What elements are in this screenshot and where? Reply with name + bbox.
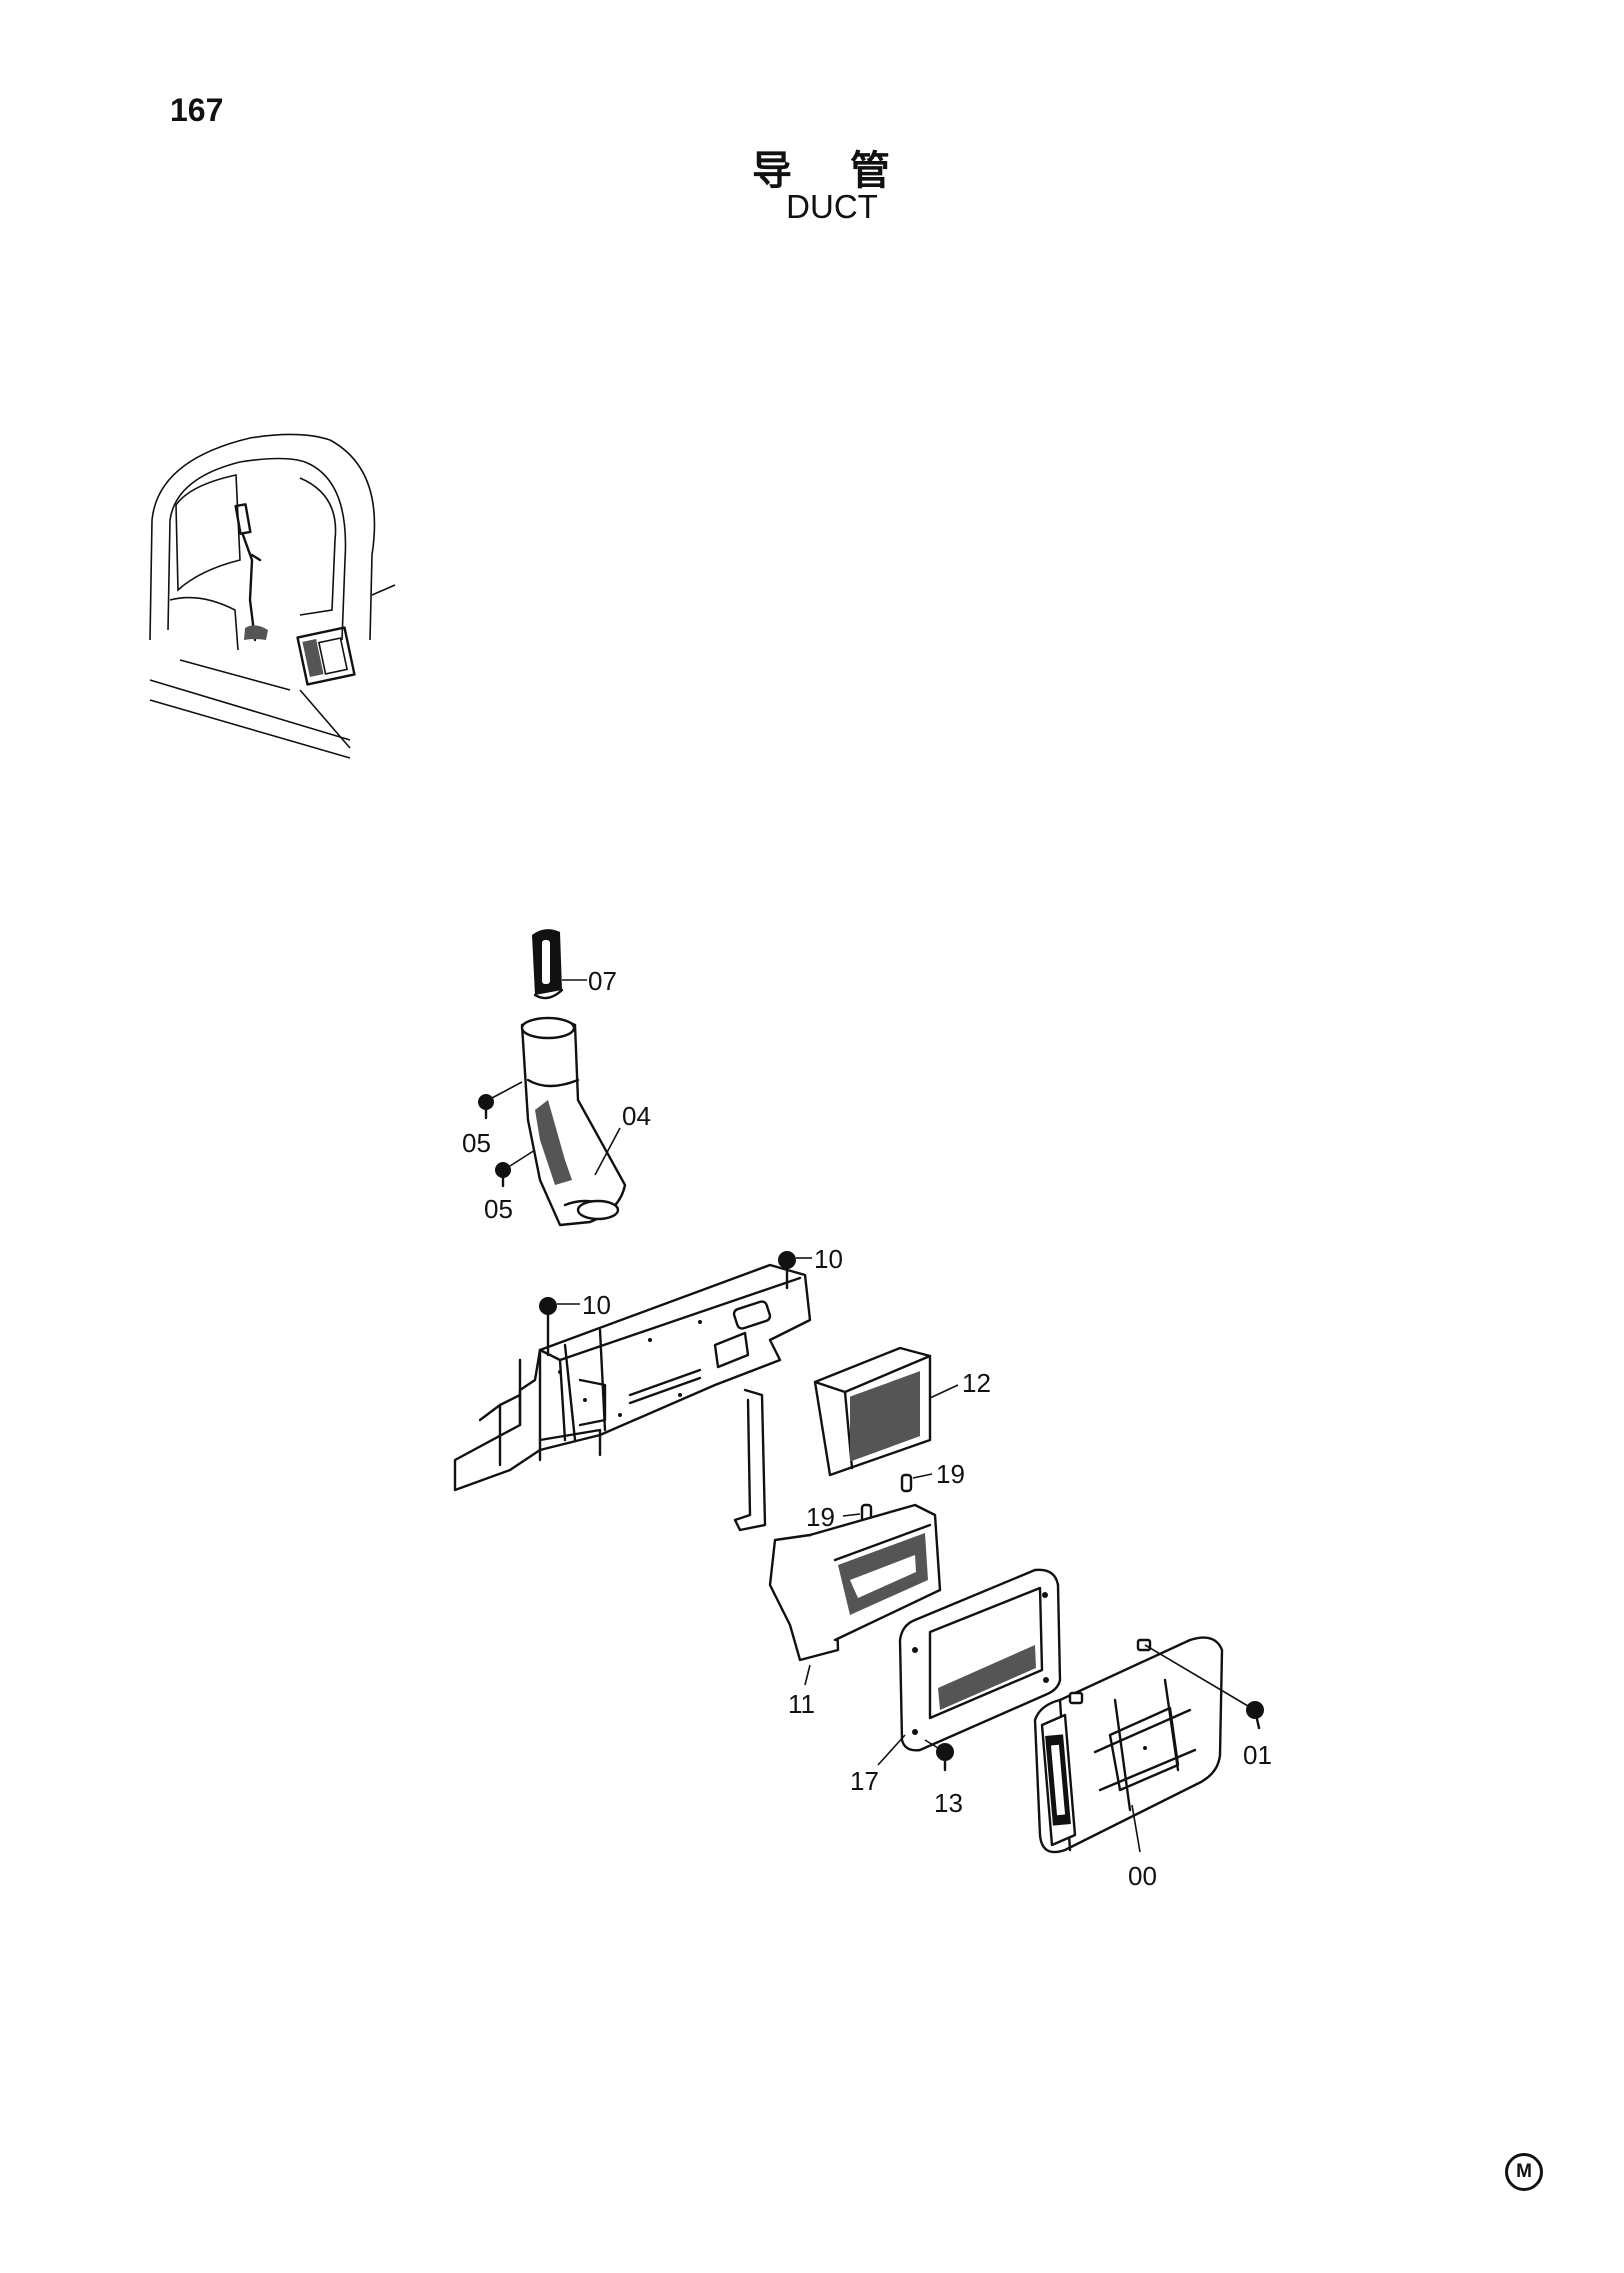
cab-overview-icon bbox=[149, 433, 396, 759]
callout-label: 13 bbox=[934, 1788, 963, 1818]
part-10-bolt-icon: 10 bbox=[778, 1244, 843, 1290]
part-19-pin-icon: 19 bbox=[806, 1502, 873, 1532]
callout-label: 12 bbox=[962, 1368, 991, 1398]
part-05-bolt-icon: 05 bbox=[462, 1081, 523, 1158]
part-12-air-filter-icon: 12 bbox=[813, 1346, 991, 1477]
page-title-chinese: 导 管 bbox=[752, 148, 912, 194]
part-13-bolt-icon: 13 bbox=[924, 1739, 963, 1818]
brand-mark-icon: M bbox=[1505, 2153, 1543, 2191]
callout-label: 07 bbox=[588, 966, 617, 996]
callout-label: 19 bbox=[936, 1459, 965, 1489]
part-01-bolt-icon: 01 bbox=[1144, 1644, 1272, 1770]
callout-label: 17 bbox=[850, 1766, 879, 1796]
part-10-bolt-icon: 10 bbox=[539, 1290, 611, 1357]
part-00-duct-housing-icon: 00 bbox=[1033, 1636, 1224, 1891]
part-19-pin-icon: 19 bbox=[900, 1459, 965, 1493]
callout-label: 00 bbox=[1128, 1861, 1157, 1891]
part-11-filter-duct-icon: 11 bbox=[768, 1503, 942, 1719]
callout-label: 05 bbox=[484, 1194, 513, 1224]
callout-label: 01 bbox=[1243, 1740, 1272, 1770]
callout-label: 11 bbox=[788, 1689, 815, 1719]
page-title-english: DUCT bbox=[786, 188, 878, 225]
callout-label: 19 bbox=[806, 1502, 835, 1532]
callout-label: 05 bbox=[462, 1128, 491, 1158]
part-17-gasket-icon: 17 bbox=[850, 1568, 1062, 1796]
callout-label: 10 bbox=[582, 1290, 611, 1320]
duct-frame-assembly-icon bbox=[453, 1263, 812, 1532]
page-number: 167 bbox=[170, 92, 224, 128]
part-04-riser-duct-icon: 04 bbox=[520, 1016, 651, 1227]
callout-label: 04 bbox=[622, 1101, 651, 1131]
part-07-vent-louver-icon: 07 bbox=[532, 929, 617, 1000]
callout-label: 10 bbox=[814, 1244, 843, 1274]
part-05-bolt-icon: 05 bbox=[484, 1149, 536, 1224]
